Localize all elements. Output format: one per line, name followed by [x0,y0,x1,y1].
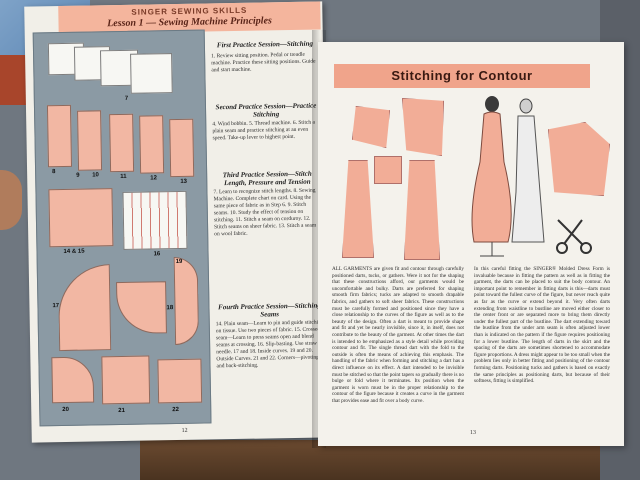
section-heading: Third Practice Session—Stitch Length, Pr… [222,169,312,188]
section-text: 1. Review sitting position. Pedal or tre… [211,51,316,74]
section-heading: Fourth Practice Session—Stitching Seams [218,301,321,319]
left-page: SINGER SEWING SKILLS Lesson 1 — Sewing M… [24,1,330,443]
figure-number: 7 [124,95,129,102]
outside-curve-sample [51,356,95,404]
sample-sheet [130,53,173,94]
hand [0,170,22,230]
title-band: Stitching for Contour [334,64,590,88]
section-heading: First Practice Session—Stitching [216,39,314,50]
plain-seam-sample [48,188,114,248]
body-column-left: ALL GARMENTS are given fit and contour t… [332,266,464,404]
inside-curve-sample [116,281,167,335]
corner-sample [101,355,151,405]
pattern-piece [548,122,610,196]
fabric-sample [169,118,195,178]
page-number: 12 [181,427,188,434]
section-text: 7. Learn to recognize stitch lengths. 8.… [213,187,317,238]
pattern-piece [352,106,390,148]
dress-form-illustration [471,96,545,257]
figure-number: 21 [118,407,126,415]
pattern-piece [402,98,444,156]
figure-number: 10 [92,172,99,179]
fabric-sample [109,113,135,173]
figure-number: 11 [120,173,127,180]
fabric-sample [46,104,73,168]
figure-number: 18 [166,305,174,312]
inside-curve-sample [57,264,112,352]
figure-number: 19 [175,258,183,266]
scissors-icon [556,219,592,254]
figure-number: 12 [150,175,157,182]
page-number: 13 [470,430,476,436]
figure-number: 22 [172,406,180,414]
table-edge [140,440,640,480]
pattern-piece [404,160,440,260]
stitch-sample-plate: 7 8 9 10 11 12 13 14 & 15 16 17 18 19 20… [32,29,212,427]
plaid-seam-sample [122,190,188,250]
corner-sample [157,358,203,404]
pattern-piece [342,160,374,258]
right-page: Stitching for Contour ALL GARMENTS are g… [318,42,624,446]
figure-number: 13 [180,178,188,185]
page-title: Stitching for Contour [391,68,533,83]
figure-number: 14 & 15 [63,248,85,255]
figure-number: 20 [62,406,70,414]
outside-curve-sample [173,256,200,346]
figure-number: 17 [52,303,60,310]
body-column-right: In this careful fitting the SINGER® Mold… [474,266,610,385]
figure-number: 8 [52,169,56,176]
fabric-sample [139,115,165,174]
figure-number: 9 [76,172,80,179]
section-text: 4. Wind bobbin. 5. Thread machine. 6. St… [212,119,316,142]
section-text: 14. Plain seam—Learn to pin and guide st… [215,319,324,370]
pattern-piece [374,156,402,184]
figure-number: 16 [153,251,161,258]
fabric-sample [77,110,103,171]
section-heading: Second Practice Session—Practice Stitchi… [215,101,317,119]
